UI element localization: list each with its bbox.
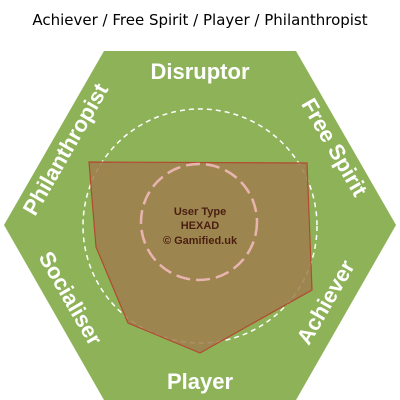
label-player: Player: [167, 369, 233, 394]
page-title: Achiever / Free Spirit / Player / Philan…: [32, 11, 368, 29]
inner-dashed-circle: [139, 162, 259, 282]
center-text-line2: HEXAD: [181, 220, 220, 232]
center-text-line1: User Type: [174, 206, 226, 218]
center-text-line3: © Gamified.uk: [163, 235, 238, 247]
label-disruptor: Disruptor: [151, 59, 250, 84]
